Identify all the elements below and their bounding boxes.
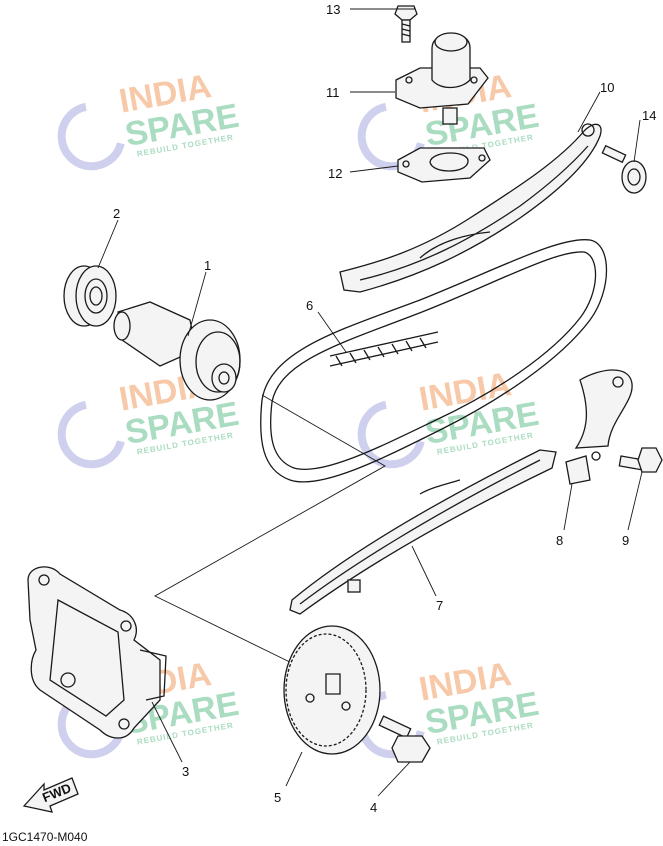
callout-12: 12 bbox=[328, 166, 342, 181]
part-4-sprocket-bolt bbox=[378, 715, 431, 763]
part-3-plate bbox=[27, 566, 167, 739]
part-6-timing-chain bbox=[260, 239, 608, 483]
callout-9: 9 bbox=[622, 533, 629, 548]
callout-8: 8 bbox=[556, 533, 563, 548]
callout-5: 5 bbox=[274, 790, 281, 805]
callout-10: 10 bbox=[600, 80, 614, 95]
drawing-code: 1GC1470-M040 bbox=[2, 830, 88, 844]
part-8-bracket bbox=[565, 369, 633, 485]
part-2-bearing bbox=[63, 265, 117, 327]
callout-14: 14 bbox=[642, 108, 656, 123]
callout-2: 2 bbox=[113, 206, 120, 221]
callout-3: 3 bbox=[182, 764, 189, 779]
part-12-gasket bbox=[397, 147, 491, 183]
callout-6: 6 bbox=[306, 298, 313, 313]
part-1-camshaft bbox=[113, 301, 241, 401]
part-10-chain-guide-upper bbox=[339, 123, 602, 293]
watermark-wrench-icon bbox=[57, 102, 125, 171]
assembly-guide-lines bbox=[154, 394, 386, 668]
watermark-wrench-icon bbox=[357, 400, 425, 469]
fwd-arrow: FWD bbox=[22, 777, 79, 813]
part-13-bolt bbox=[394, 5, 418, 43]
callout-4: 4 bbox=[370, 800, 377, 815]
callout-13: 13 bbox=[326, 2, 340, 17]
callout-1: 1 bbox=[204, 258, 211, 273]
callout-7: 7 bbox=[436, 598, 443, 613]
callout-layer: 13 11 12 10 14 2 1 6 7 8 9 3 5 4 bbox=[97, 2, 656, 815]
part-7-chain-guide-lower bbox=[289, 449, 557, 615]
part-11-chain-tensioner bbox=[395, 32, 489, 125]
part-14-pivot-bolt bbox=[601, 144, 647, 194]
part-9-bolt bbox=[618, 447, 663, 473]
watermark-wrench-icon bbox=[57, 400, 125, 469]
part-5-cam-sprocket bbox=[283, 625, 381, 755]
callout-11: 11 bbox=[326, 85, 340, 100]
